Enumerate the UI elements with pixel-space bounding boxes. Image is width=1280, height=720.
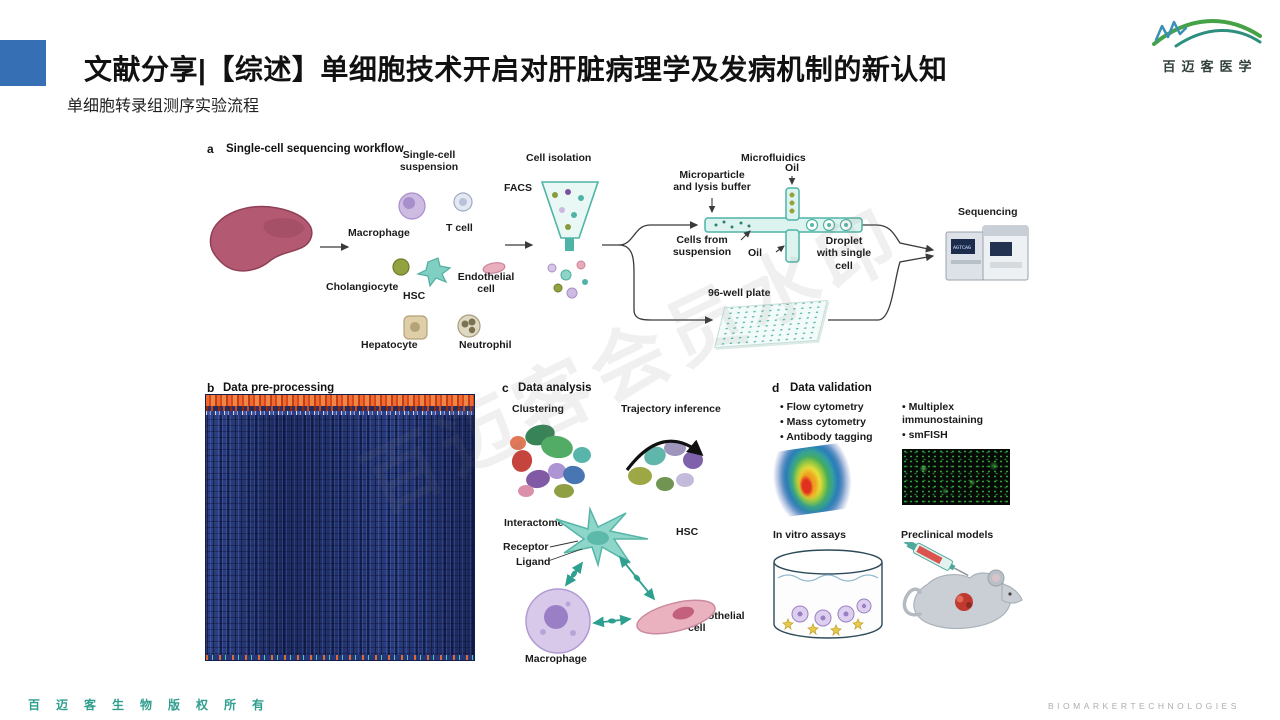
cells-from-suspension-label: Cells from suspension xyxy=(672,234,732,259)
receptor-label: Receptor xyxy=(503,541,549,553)
microparticle-label: Microparticle and lysis buffer xyxy=(673,169,751,194)
list-item-antibody-tagging: Antibody tagging xyxy=(780,431,898,444)
panel-c-letter: c xyxy=(502,381,509,395)
oil-top-label: Oil xyxy=(785,162,800,174)
panel-b-title: Data pre-processing xyxy=(223,382,335,394)
ligand-label: Ligand xyxy=(516,556,551,568)
macrophage-icon xyxy=(398,192,426,220)
accent-square xyxy=(0,40,46,86)
clustering-plot xyxy=(510,424,591,498)
microfluidics-icon xyxy=(704,176,863,263)
validation-list-right: Multiplex immunostaining smFISH xyxy=(902,401,1016,444)
trajectory-plot xyxy=(625,439,704,491)
footer-brand: BIOMARKERTECHNOLOGIES xyxy=(1048,701,1240,711)
droplet-label: Droplet with single cell xyxy=(816,235,872,272)
sequencing-label: Sequencing xyxy=(958,206,1018,218)
list-item-mass-cytometry: Mass cytometry xyxy=(780,416,898,429)
cell-label-hepatocyte: Hepatocyte xyxy=(361,339,418,351)
cell-label-cholangiocyte: Cholangiocyte xyxy=(326,281,399,293)
petri-dish-icon xyxy=(773,549,883,639)
facs-icon xyxy=(540,181,600,299)
heatmap-second-band xyxy=(206,406,474,411)
well-plate-icon xyxy=(714,299,828,349)
panel-d-title: Data validation xyxy=(790,382,872,394)
list-item-multiplex: Multiplex immunostaining xyxy=(902,401,1016,427)
page-title: 文献分享|【综述】单细胞技术开启对肝脏病理学及发病机制的新认知 xyxy=(84,54,948,85)
logo: 百迈客医学 xyxy=(1146,8,1268,78)
tumor-icon xyxy=(955,593,973,611)
interactome-label: Interactome xyxy=(504,517,564,529)
subtitle: 单细胞转录组测序实验流程 xyxy=(67,98,260,115)
panel-c-title: Data analysis xyxy=(518,382,592,394)
footer-copyright: 百迈客生物版权所有 xyxy=(28,698,281,712)
well-plate-label: 96-well plate xyxy=(708,287,771,299)
logo-wave-icon xyxy=(1152,19,1262,48)
heatmap-top-band xyxy=(206,395,474,406)
sequencer-screen-text: AGTCAG xyxy=(953,245,971,251)
suspension-label: Single-cell suspension xyxy=(399,149,459,174)
neutrophil-icon xyxy=(457,314,481,338)
in-vitro-label: In vitro assays xyxy=(773,529,846,541)
preclinical-label: Preclinical models xyxy=(901,529,994,541)
flow-cytometry-plot xyxy=(765,441,860,519)
cell-label-hsc: HSC xyxy=(403,290,426,302)
cell-label-tcell: T cell xyxy=(446,222,473,234)
panel-a-title: Single-cell sequencing workflow xyxy=(226,143,404,155)
facs-label: FACS xyxy=(504,182,533,194)
workflow-diagram: AGTCAG xyxy=(209,176,1029,340)
cell-label-neutrophil: Neutrophil xyxy=(459,339,512,351)
trajectory-label: Trajectory inference xyxy=(621,403,721,415)
hsc-icon xyxy=(416,257,452,288)
endothelial-cell-icon xyxy=(482,262,506,274)
flow-lines xyxy=(602,221,935,324)
endothelial-cell-icon xyxy=(636,599,716,635)
heatmap-image xyxy=(205,394,475,661)
oil-bottom-label: Oil xyxy=(748,247,763,259)
immunostaining-image xyxy=(902,449,1010,505)
list-item-smfish: smFISH xyxy=(902,429,1016,442)
heatmap-light-row xyxy=(206,411,474,415)
sequencer-icon: AGTCAG xyxy=(945,225,1029,281)
validation-list-left: Flow cytometry Mass cytometry Antibody t… xyxy=(780,401,898,446)
panel-b-letter: b xyxy=(207,381,215,395)
macrophage-cell-icon xyxy=(525,588,591,654)
microfluidics-label: Microfluidics xyxy=(741,152,806,164)
panel-d-letter: d xyxy=(772,381,780,395)
cell-label-endothelial: Endothelial cell xyxy=(457,271,515,296)
heatmap-bottom-band xyxy=(206,655,474,660)
panel-a-letter: a xyxy=(207,142,214,156)
list-item-flow-cytometry: Flow cytometry xyxy=(780,401,898,414)
interactome-diagram xyxy=(525,506,716,654)
liver-icon xyxy=(209,205,313,272)
hepatocyte-icon xyxy=(403,315,428,340)
clustering-label: Clustering xyxy=(512,403,564,415)
mouse-model-icon xyxy=(902,542,1023,630)
logo-text: 百迈客医学 xyxy=(1162,59,1258,74)
syringe-icon xyxy=(903,542,969,577)
hsc-label: HSC xyxy=(676,526,699,538)
cell-isolation-label: Cell isolation xyxy=(526,152,592,164)
t-cell-icon xyxy=(453,192,473,212)
macrophage-label: Macrophage xyxy=(525,653,587,665)
cell-label-macrophage: Macrophage xyxy=(348,227,410,239)
cholangiocyte-icon xyxy=(392,258,410,276)
